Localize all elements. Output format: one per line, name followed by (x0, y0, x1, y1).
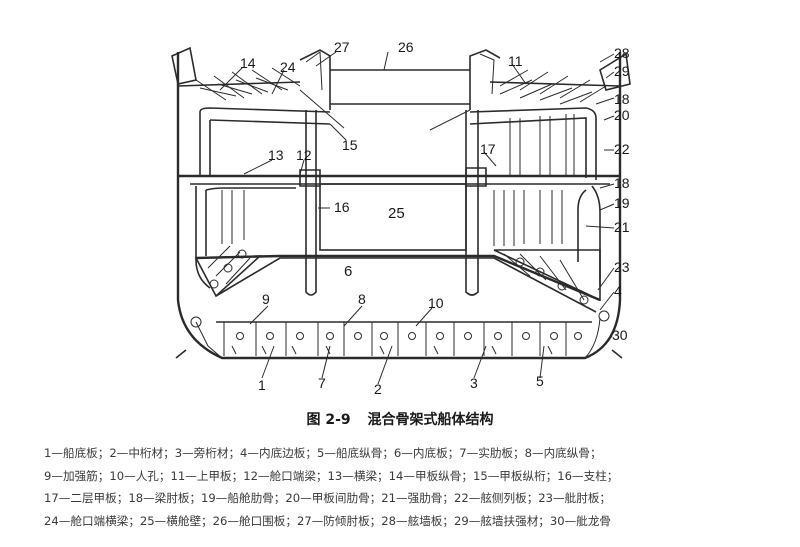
legend-line: 24—舱口端横梁；25—横舱壁；26—舱口围板；27—防倾肘板；28—舷墙板；2… (44, 513, 612, 528)
label-28: 28 (614, 45, 630, 61)
label-13: 13 (268, 147, 284, 163)
label-12: 12 (296, 147, 312, 163)
hold-frame-left (195, 186, 296, 289)
label-11: 11 (508, 53, 523, 69)
bottom-floors (223, 322, 582, 356)
legend-line: 9—加强筋；10—人孔；11—上甲板；12—舱口端梁；13—横梁；14—甲板纵骨… (44, 468, 619, 483)
deck-longitudinals-left (195, 67, 301, 101)
bulwark-right (599, 52, 631, 91)
label-3: 3 (470, 375, 478, 391)
label-30: 30 (612, 327, 628, 343)
inner-bottom (195, 254, 601, 302)
label-23: 23 (614, 259, 630, 275)
label-5: 5 (536, 373, 544, 389)
label-2: 2 (374, 381, 382, 397)
label-21: 21 (614, 219, 630, 235)
bottom-outer-line (195, 317, 601, 359)
label-18b: 18 (614, 175, 630, 191)
tween-deck-side-left (199, 112, 211, 176)
side-frames-right (509, 114, 575, 176)
hold-frame-right (577, 185, 601, 286)
outer-hull (176, 52, 622, 360)
inner-bottom-plate (215, 257, 597, 313)
pillars (305, 110, 479, 296)
label-22: 22 (614, 141, 630, 157)
label-7: 7 (318, 375, 326, 391)
tween-deck-frame (199, 107, 597, 180)
hold-frames-left-detail (221, 190, 245, 244)
figure-caption: 图 2-9 混合骨架式船体结构 (0, 409, 800, 429)
bulwark-left (171, 46, 197, 85)
label-27: 27 (334, 39, 350, 55)
callout-labels: 14 24 27 26 11 28 29 18 20 22 18 19 21 2… (240, 39, 630, 397)
legend-line: 17—二层甲板；18—梁肘板；19—船舱肋骨；20—甲板间肋骨；21—强肋骨；2… (44, 491, 612, 505)
hold-frames-right-detail (493, 190, 563, 246)
leader-lines (219, 51, 615, 385)
label-24: 24 (280, 59, 296, 75)
label-29: 29 (614, 63, 630, 79)
label-6: 6 (344, 263, 352, 280)
bilge-hopper-right (493, 249, 601, 302)
figure-legend: 1—船底板；2—中桁材；3—旁桁材；4—内底边板；5—船底纵骨；6—内底板；7—… (44, 442, 784, 532)
label-16: 16 (334, 199, 350, 215)
label-20: 20 (614, 107, 630, 123)
label-1: 1 (258, 377, 266, 393)
label-19: 19 (614, 195, 630, 211)
label-18a: 18 (614, 91, 630, 107)
label-26: 26 (398, 39, 414, 55)
figure-number: 图 2-9 (306, 412, 351, 428)
bilge-keel-left (175, 349, 187, 359)
hatch-coaming (299, 49, 501, 110)
bilge-brackets-left (207, 245, 251, 289)
hull-drawing (171, 46, 631, 360)
tween-deck-frame-inner (209, 117, 587, 178)
figure-title: 混合骨架式船体结构 (367, 412, 494, 428)
legend-line: 1—船底板；2—中桁材；3—旁桁材；4—内底边板；5—船底纵骨；6—内底板；7—… (44, 446, 602, 460)
label-15: 15 (342, 137, 358, 153)
deck-girder (299, 89, 471, 131)
label-8: 8 (358, 291, 366, 307)
manhole-right (598, 310, 610, 322)
label-4: 4 (614, 283, 622, 299)
label-14: 14 (240, 55, 256, 71)
label-25: 25 (388, 205, 405, 222)
deck-longitudinals-right (499, 69, 607, 105)
label-9: 9 (262, 291, 270, 307)
bilge-keel-right (611, 349, 623, 359)
label-17: 17 (480, 141, 496, 157)
label-10: 10 (428, 295, 444, 311)
manhole-left (190, 316, 202, 328)
hull-structure-diagram: 14 24 27 26 11 28 29 18 20 22 18 19 21 2… (171, 39, 631, 397)
hatch-coaming-top (330, 69, 470, 105)
anti-tilt-bracket (305, 51, 495, 95)
